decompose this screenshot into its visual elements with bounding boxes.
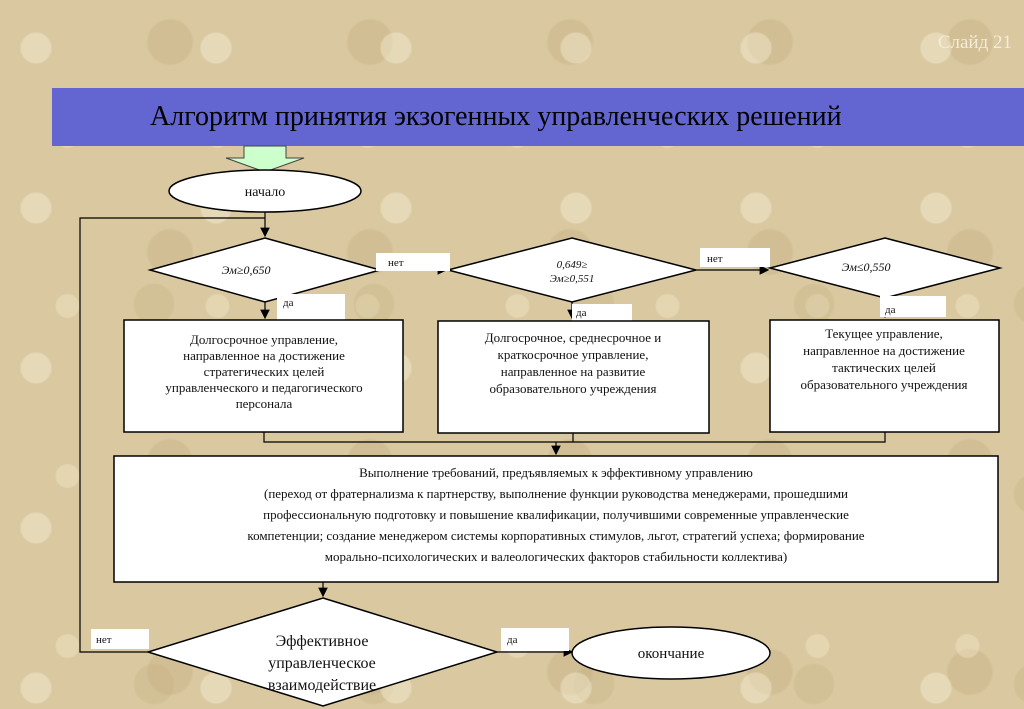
condition-3: Эм≤0,550 bbox=[767, 237, 1003, 299]
yes-label-3: да bbox=[885, 304, 896, 316]
main-line-2: (переход от фратернализма к партнерству,… bbox=[264, 486, 848, 501]
decision-line-3: взаимодействие bbox=[268, 677, 376, 694]
condition-1: Эм≥0,650 bbox=[147, 237, 383, 303]
entry-arrow bbox=[225, 145, 305, 173]
yes-label-box-2 bbox=[572, 304, 632, 321]
tactical-management-box: Текущее управление, направленное на дост… bbox=[769, 319, 1000, 433]
merge-line bbox=[263, 432, 886, 443]
box1-line-2: направленное на достижение bbox=[183, 348, 345, 363]
box1-line-5: персонала bbox=[236, 396, 293, 411]
yes-label-box-3 bbox=[880, 296, 946, 317]
box2-line-2: краткосрочное управление, bbox=[498, 347, 649, 362]
loop-back-line bbox=[79, 217, 265, 653]
no-label-box-2 bbox=[700, 248, 770, 267]
decision-no-label: нет bbox=[96, 634, 112, 646]
strategic-management-box: Долгосрочное управление, направленное на… bbox=[123, 319, 404, 433]
box3-line-4: образовательного учреждения bbox=[801, 377, 968, 392]
main-line-5: морально-психологических и валеологическ… bbox=[325, 549, 788, 564]
box3-line-1: Текущее управление, bbox=[825, 326, 943, 341]
condition-2-label-1: 0,649≥ bbox=[557, 259, 588, 271]
decision-no-box bbox=[91, 629, 149, 649]
main-line-3: профессиональную подготовку и повышение … bbox=[263, 507, 849, 522]
condition-2: 0,649≥ Эм≥0,551 bbox=[447, 237, 697, 303]
box1-line-4: управленческого и педагогического bbox=[165, 380, 362, 395]
box3-line-3: тактических целей bbox=[832, 360, 936, 375]
box1-line-3: стратегических целей bbox=[204, 364, 325, 379]
yes-label-1: да bbox=[283, 297, 294, 309]
yes-label-2: да bbox=[576, 307, 587, 319]
title-banner: Алгоритм принятия экзогенных управленчес… bbox=[52, 88, 1024, 146]
main-line-1: Выполнение требований, предъявляемых к э… bbox=[359, 465, 753, 480]
slide-number: Слайд 21 bbox=[937, 32, 1012, 53]
decision-yes-box bbox=[501, 628, 569, 651]
box2-line-4: образовательного учреждения bbox=[490, 381, 657, 396]
start-node: начало bbox=[168, 169, 362, 213]
decision-line-1: Эффективное bbox=[276, 633, 369, 650]
condition-2-label-2: Эм≥0,551 bbox=[550, 273, 595, 285]
box1-line-1: Долгосрочное управление, bbox=[190, 332, 338, 347]
box3-line-2: направленное на достижение bbox=[803, 343, 965, 358]
page-title: Алгоритм принятия экзогенных управленчес… bbox=[150, 101, 842, 132]
yes-label-box-1 bbox=[277, 294, 345, 320]
decision-yes-label: да bbox=[507, 634, 518, 646]
no-label-1: нет bbox=[388, 257, 404, 269]
box2-line-3: направленное на развитие bbox=[501, 364, 646, 379]
start-label: начало bbox=[245, 185, 286, 200]
main-line-4: компетенции; создание менеджером системы… bbox=[247, 528, 864, 543]
decision-line-2: управленческое bbox=[268, 655, 376, 672]
box2-line-1: Долгосрочное, среднесрочное и bbox=[485, 330, 662, 345]
development-management-box: Долгосрочное, среднесрочное и краткосроч… bbox=[437, 320, 710, 434]
no-label-2: нет bbox=[707, 253, 723, 265]
effectiveness-decision: Эффективное управленческое взаимодействи… bbox=[145, 597, 500, 707]
condition-1-label: Эм≥0,650 bbox=[222, 263, 271, 277]
condition-3-label: Эм≤0,550 bbox=[842, 260, 891, 274]
end-label: окончание bbox=[638, 646, 705, 662]
end-node: окончание bbox=[571, 626, 771, 680]
no-label-box-1 bbox=[376, 253, 450, 271]
requirements-box: Выполнение требований, предъявляемых к э… bbox=[113, 455, 999, 583]
